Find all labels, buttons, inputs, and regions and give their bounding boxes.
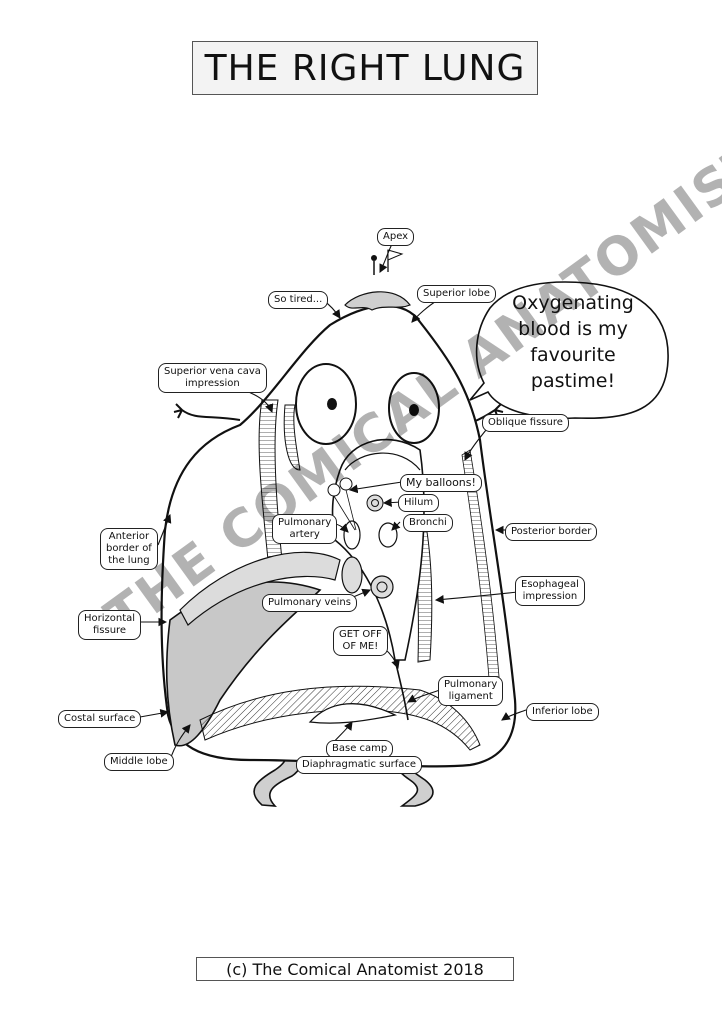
left-eye: [295, 363, 357, 445]
speech-bubble-text: Oxygenating blood is my favourite pastim…: [512, 292, 634, 392]
label-bronchi: Bronchi: [403, 514, 453, 532]
leader-anterior: [157, 513, 172, 546]
leader-oblique: [464, 429, 487, 461]
base-camp-tent: [308, 703, 398, 724]
hilum-vessel: [366, 494, 384, 512]
label-pulmonary-artery: Pulmonary artery: [272, 514, 338, 544]
label-get-off: GET OFF OF ME!: [333, 626, 388, 656]
label-esophageal-impression: Esophageal impression: [515, 576, 585, 606]
copyright-footer: (c) The Comical Anatomist 2018: [196, 957, 514, 981]
label-inferior-lobe: Inferior lobe: [526, 703, 599, 721]
left-arm: [173, 403, 241, 421]
oblique-fissure-band: [179, 551, 341, 626]
svc-impression-strip-2: [283, 404, 301, 471]
leader-costal: [139, 709, 170, 718]
leader-esophageal: [434, 591, 519, 604]
leader-ligament: [407, 689, 441, 703]
apex-flag: [387, 249, 404, 261]
label-posterior-border: Posterior border: [505, 523, 598, 541]
label-pulmonary-veins: Pulmonary veins: [262, 594, 357, 612]
apex-cap: [344, 291, 411, 311]
label-pulmonary-ligament: Pulmonary ligament: [438, 676, 504, 706]
pulmonary-vein-2: [370, 575, 394, 599]
diagram-title: THE RIGHT LUNG: [192, 41, 538, 95]
label-svc-impression: Superior vena cava impression: [158, 363, 267, 393]
label-diaphragmatic-surface: Diaphragmatic surface: [296, 756, 423, 774]
label-horizontal-fissure: Horizontal fissure: [78, 610, 142, 640]
bronchi-arch: [344, 452, 421, 471]
leader-bronchi: [391, 521, 401, 531]
label-my-balloons: My balloons!: [400, 474, 482, 492]
label-costal-surface: Costal surface: [58, 710, 142, 728]
label-hilum: Hilum: [398, 494, 440, 512]
bronchus: [378, 522, 398, 548]
label-superior-lobe: Superior lobe: [417, 285, 496, 303]
label-anterior-border: Anterior border of the lung: [100, 528, 158, 570]
label-oblique-fissure: Oblique fissure: [482, 414, 569, 432]
label-middle-lobe: Middle lobe: [104, 753, 174, 771]
leader-inferior: [501, 709, 527, 721]
label-apex: Apex: [377, 228, 415, 246]
label-so-tired: So tired...: [268, 291, 329, 309]
pulmonary-vein-1: [341, 556, 363, 594]
leader-balloons: [348, 481, 403, 494]
leader-apex: [379, 243, 393, 273]
